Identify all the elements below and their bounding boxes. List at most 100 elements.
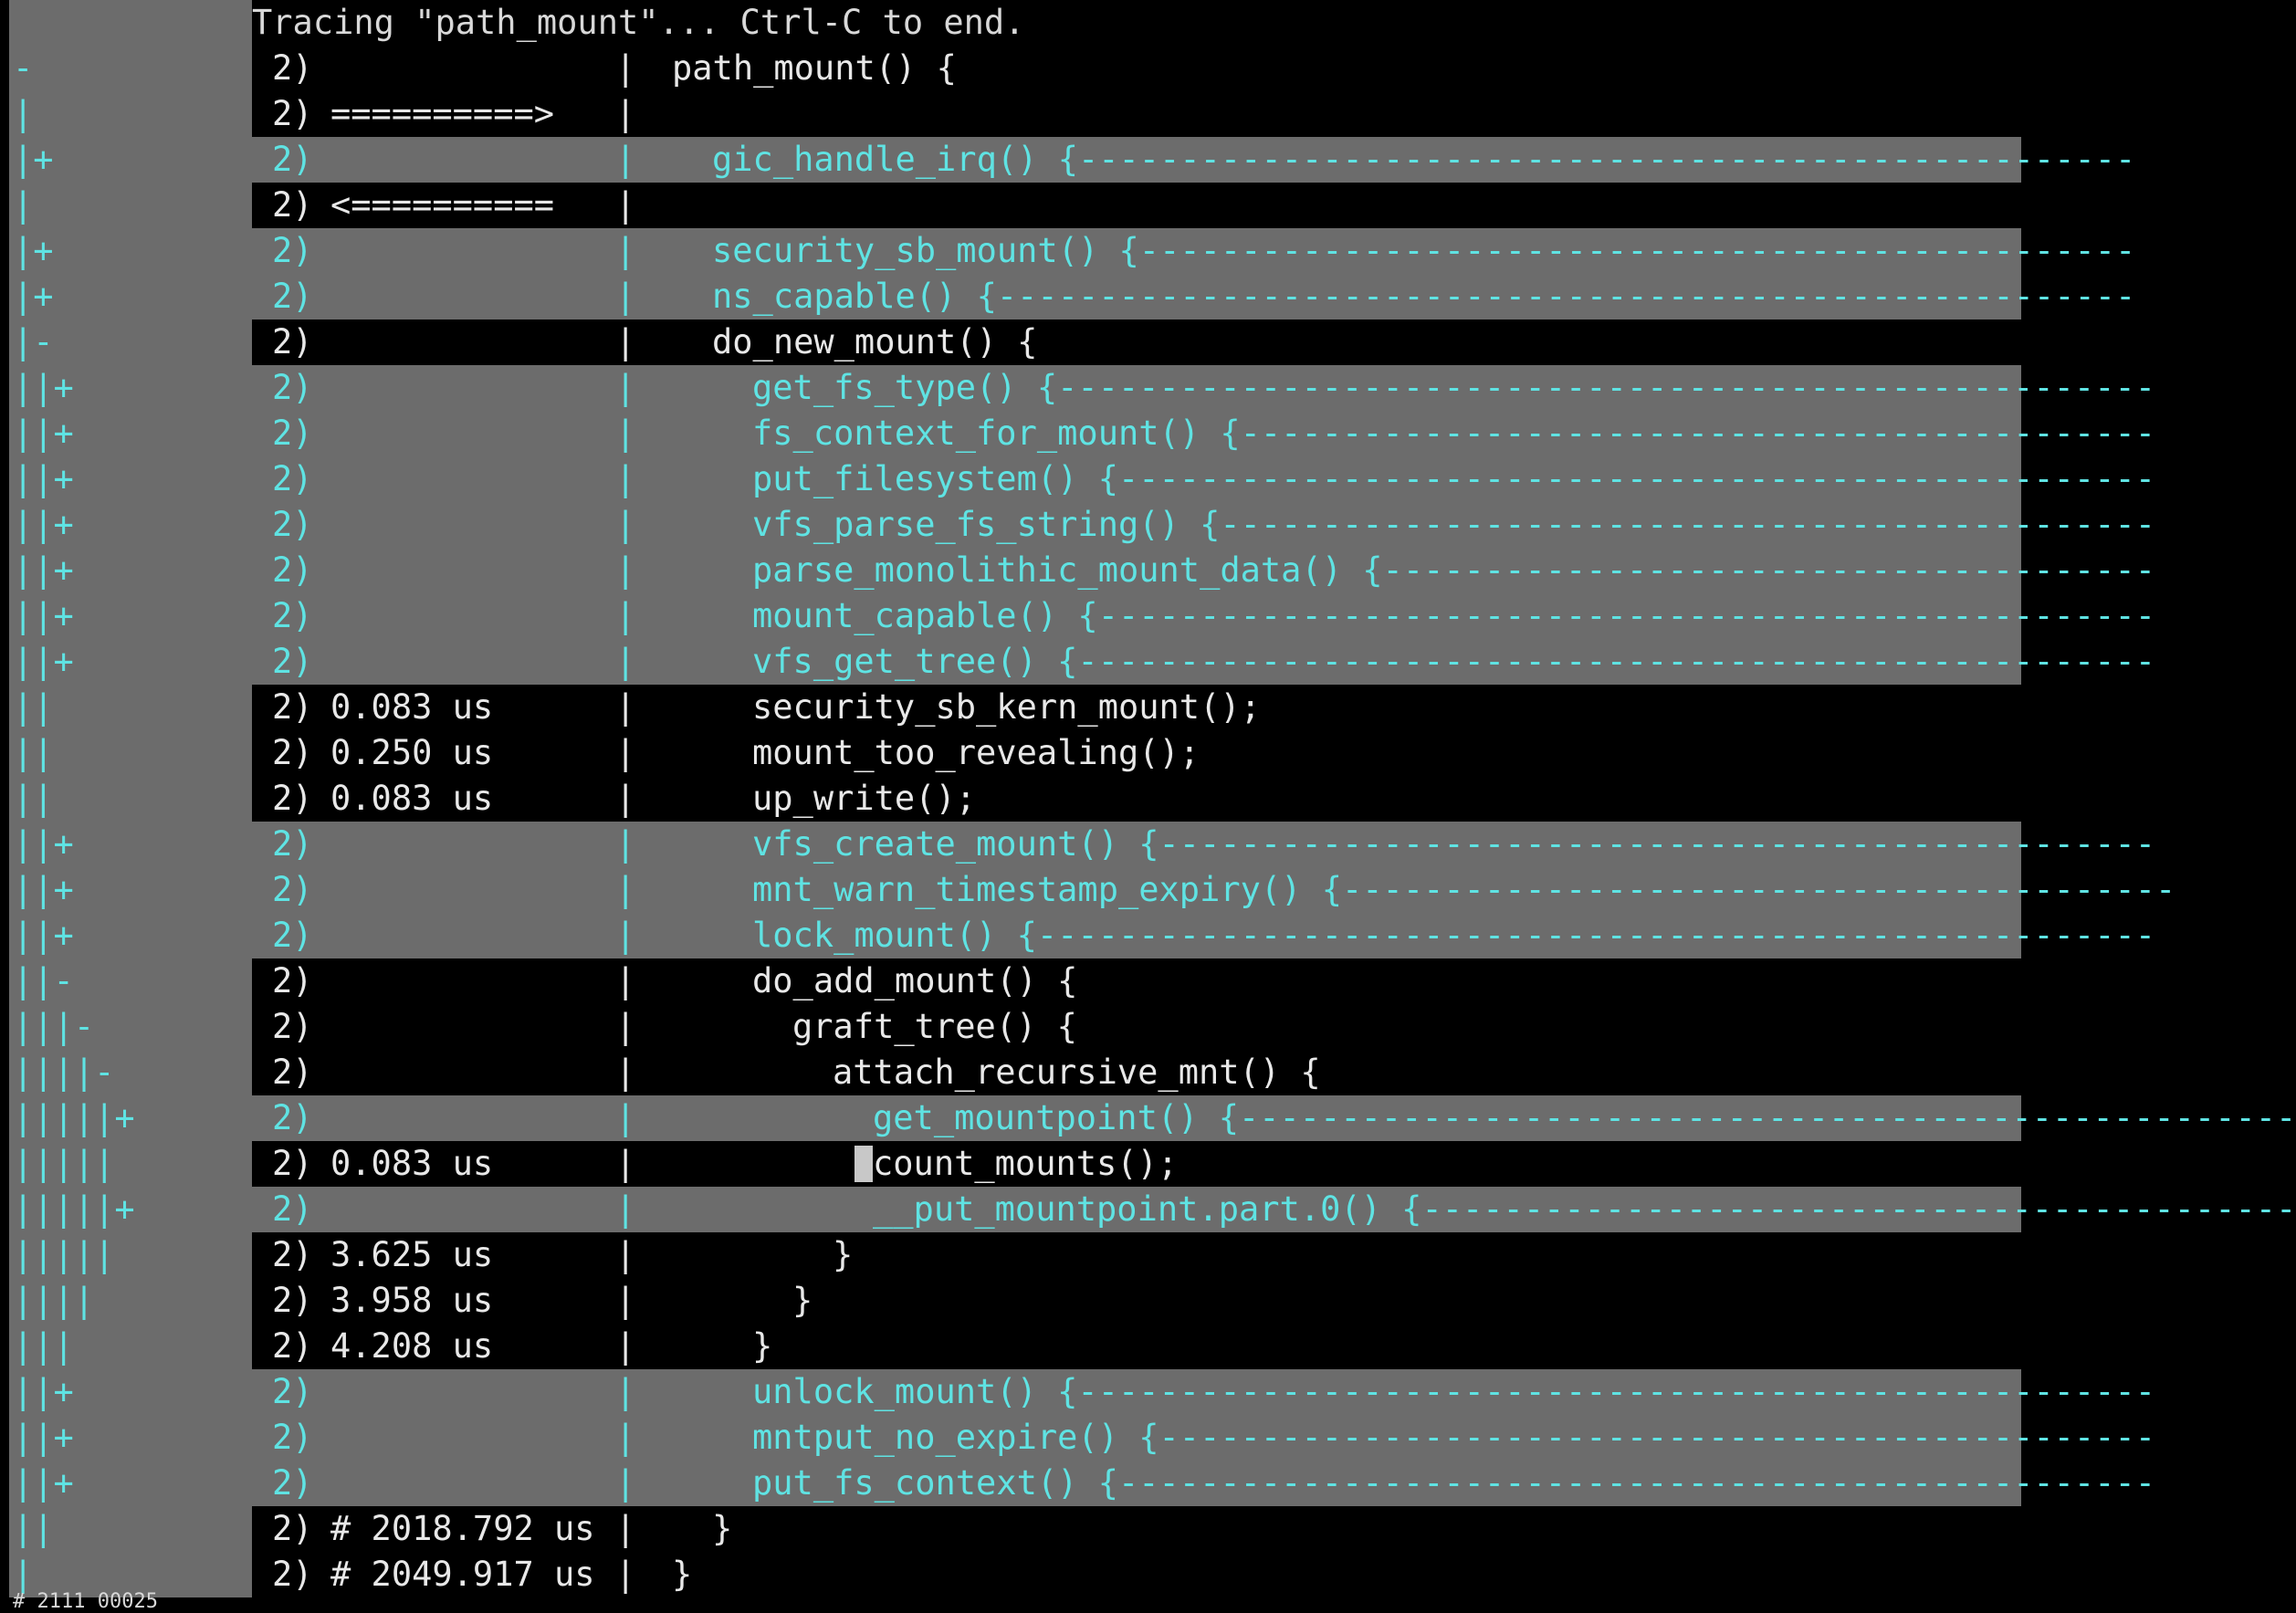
- trace-row[interactable]: |2)==========>|: [0, 91, 2021, 137]
- expand-toggle[interactable]: ||+: [13, 596, 74, 635]
- trace-row-collapsed[interactable]: ||+2)|unlock_mount() {------------------…: [0, 1369, 2155, 1415]
- trace-row-collapsed[interactable]: ||+2)|fs_context_for_mount() {----------…: [0, 411, 2155, 456]
- trace-row-collapsed[interactable]: ||+2)|parse_monolithic_mount_data() {---…: [0, 548, 2155, 593]
- trace-row[interactable]: ||-2)|do_add_mount() {: [0, 958, 2021, 1004]
- trace-row[interactable]: |||||2)0.083 us|count_mounts();: [0, 1141, 2021, 1187]
- tree-marker: |: [13, 1555, 34, 1594]
- trace-row[interactable]: ||2)0.083 us|security_sb_kern_mount();: [0, 685, 2021, 730]
- trace-row-collapsed[interactable]: |||||+2)|__put_mountpoint.part.0() {----…: [0, 1187, 2296, 1232]
- column-separator: |: [615, 231, 636, 270]
- expand-toggle[interactable]: |||||+: [13, 1189, 135, 1229]
- expand-toggle[interactable]: ||+: [13, 1372, 74, 1411]
- function-call: up_write();: [752, 779, 977, 818]
- trace-row[interactable]: |||-2)|graft_tree() {: [0, 1004, 2021, 1050]
- trace-row[interactable]: ||2)0.250 us|mount_too_revealing();: [0, 730, 2021, 776]
- function-call: path_mount() {: [672, 48, 957, 88]
- tree-marker[interactable]: |||-: [13, 1007, 95, 1046]
- trace-row[interactable]: -2)|path_mount() {: [0, 46, 2021, 91]
- cpu-id: 2): [272, 368, 313, 407]
- expand-toggle[interactable]: ||+: [13, 642, 74, 681]
- function-call: mount_capable() {-----------------------…: [752, 596, 2156, 635]
- expand-toggle[interactable]: ||+: [13, 870, 74, 909]
- trace-row-collapsed[interactable]: ||+2)|vfs_parse_fs_string() {-----------…: [0, 502, 2155, 548]
- expand-toggle[interactable]: ||+: [13, 550, 74, 590]
- column-separator: |: [615, 140, 636, 179]
- trace-row[interactable]: |||2)4.208 us|}: [0, 1324, 2021, 1369]
- trace-row-collapsed[interactable]: ||+2)|mount_capable() {-----------------…: [0, 593, 2155, 639]
- cpu-id: 2): [272, 185, 313, 225]
- duration: 0.083 us: [330, 1144, 494, 1183]
- trace-row[interactable]: ||2)# 2018.792 us|}: [0, 1506, 2021, 1552]
- trace-row-collapsed[interactable]: ||+2)|put_fs_context() {----------------…: [0, 1461, 2155, 1506]
- expand-toggle[interactable]: ||+: [13, 368, 74, 407]
- cpu-id: 2): [272, 322, 313, 361]
- trace-row-collapsed[interactable]: |+2)|security_sb_mount() {--------------…: [0, 228, 2135, 274]
- duration: # 2018.792 us: [330, 1509, 595, 1548]
- trace-row-collapsed[interactable]: ||+2)|mntput_no_expire() {--------------…: [0, 1415, 2155, 1461]
- expand-toggle[interactable]: ||+: [13, 1463, 74, 1503]
- row-highlight: [252, 1187, 2021, 1232]
- row-highlight: [252, 958, 2021, 1004]
- row-highlight: [252, 913, 2021, 958]
- row-highlight: [252, 456, 2021, 502]
- tree-marker: |||: [13, 1326, 74, 1366]
- row-highlight: [252, 1278, 2021, 1324]
- tree-marker[interactable]: ||||-: [13, 1053, 115, 1092]
- trace-row[interactable]: |||||2)3.625 us|}: [0, 1232, 2021, 1278]
- trace-row-collapsed[interactable]: ||+2)|put_filesystem() {----------------…: [0, 456, 2155, 502]
- cpu-id: 2): [272, 505, 313, 544]
- duration: ==========>: [330, 94, 555, 133]
- expand-toggle[interactable]: ||+: [13, 916, 74, 955]
- row-highlight: [252, 548, 2021, 593]
- window-edge: [0, 0, 9, 1608]
- trace-row[interactable]: |2)# 2049.917 us|}: [0, 1552, 2021, 1597]
- column-separator: |: [615, 1053, 636, 1092]
- function-call: }: [792, 1281, 813, 1320]
- row-highlight: [252, 822, 2021, 867]
- function-call: lock_mount() {--------------------------…: [752, 916, 2156, 955]
- expand-toggle[interactable]: ||+: [13, 1418, 74, 1457]
- expand-toggle[interactable]: |+: [13, 277, 54, 316]
- expand-toggle[interactable]: ||+: [13, 459, 74, 498]
- column-separator: |: [615, 596, 636, 635]
- trace-row-collapsed[interactable]: ||+2)|lock_mount() {--------------------…: [0, 913, 2155, 958]
- column-separator: |: [615, 94, 636, 133]
- cpu-id: 2): [272, 1189, 313, 1229]
- trace-row[interactable]: ||||-2)|attach_recursive_mnt() {: [0, 1050, 2021, 1095]
- tree-marker[interactable]: -: [13, 48, 34, 88]
- row-highlight: [252, 867, 2021, 913]
- trace-row[interactable]: |-2)|do_new_mount() {: [0, 319, 2021, 365]
- row-highlight: [252, 730, 2021, 776]
- trace-row[interactable]: |2)<==========|: [0, 183, 2021, 228]
- expand-toggle[interactable]: |+: [13, 140, 54, 179]
- trace-row[interactable]: ||2)0.083 us|up_write();: [0, 776, 2021, 822]
- tree-marker[interactable]: |-: [13, 322, 54, 361]
- trace-row-collapsed[interactable]: |+2)|ns_capable() {---------------------…: [0, 274, 2135, 319]
- function-call: do_new_mount() {: [712, 322, 1038, 361]
- cpu-id: 2): [272, 642, 313, 681]
- trace-row-collapsed[interactable]: ||+2)|vfs_create_mount() {--------------…: [0, 822, 2155, 867]
- expand-toggle[interactable]: ||+: [13, 505, 74, 544]
- column-separator: |: [615, 1235, 636, 1274]
- trace-row-collapsed[interactable]: |||||+2)|get_mountpoint() {-------------…: [0, 1095, 2296, 1141]
- function-call: vfs_create_mount() {--------------------…: [752, 824, 2156, 864]
- trace-row-collapsed[interactable]: |+2)|gic_handle_irq() {-----------------…: [0, 137, 2135, 183]
- row-highlight: [252, 319, 2021, 365]
- trace-row-collapsed[interactable]: ||+2)|vfs_get_tree() {------------------…: [0, 639, 2155, 685]
- row-highlight: [252, 1050, 2021, 1095]
- cpu-id: 2): [272, 231, 313, 270]
- duration: 3.625 us: [330, 1235, 494, 1274]
- expand-toggle[interactable]: ||+: [13, 824, 74, 864]
- tree-marker[interactable]: ||-: [13, 961, 74, 1000]
- expand-toggle[interactable]: |+: [13, 231, 54, 270]
- expand-toggle[interactable]: ||+: [13, 414, 74, 453]
- trace-row-collapsed[interactable]: ||+2)|get_fs_type() {-------------------…: [0, 365, 2155, 411]
- expand-toggle[interactable]: |||||+: [13, 1098, 135, 1137]
- column-separator: |: [615, 961, 636, 1000]
- duration: # 2049.917 us: [330, 1555, 595, 1594]
- function-call: fs_context_for_mount() {----------------…: [752, 414, 2156, 453]
- trace-row-collapsed[interactable]: ||+2)|mnt_warn_timestamp_expiry() {-----…: [0, 867, 2175, 913]
- function-call: mntput_no_expire() {--------------------…: [752, 1418, 2156, 1457]
- trace-row[interactable]: ||||2)3.958 us|}: [0, 1278, 2021, 1324]
